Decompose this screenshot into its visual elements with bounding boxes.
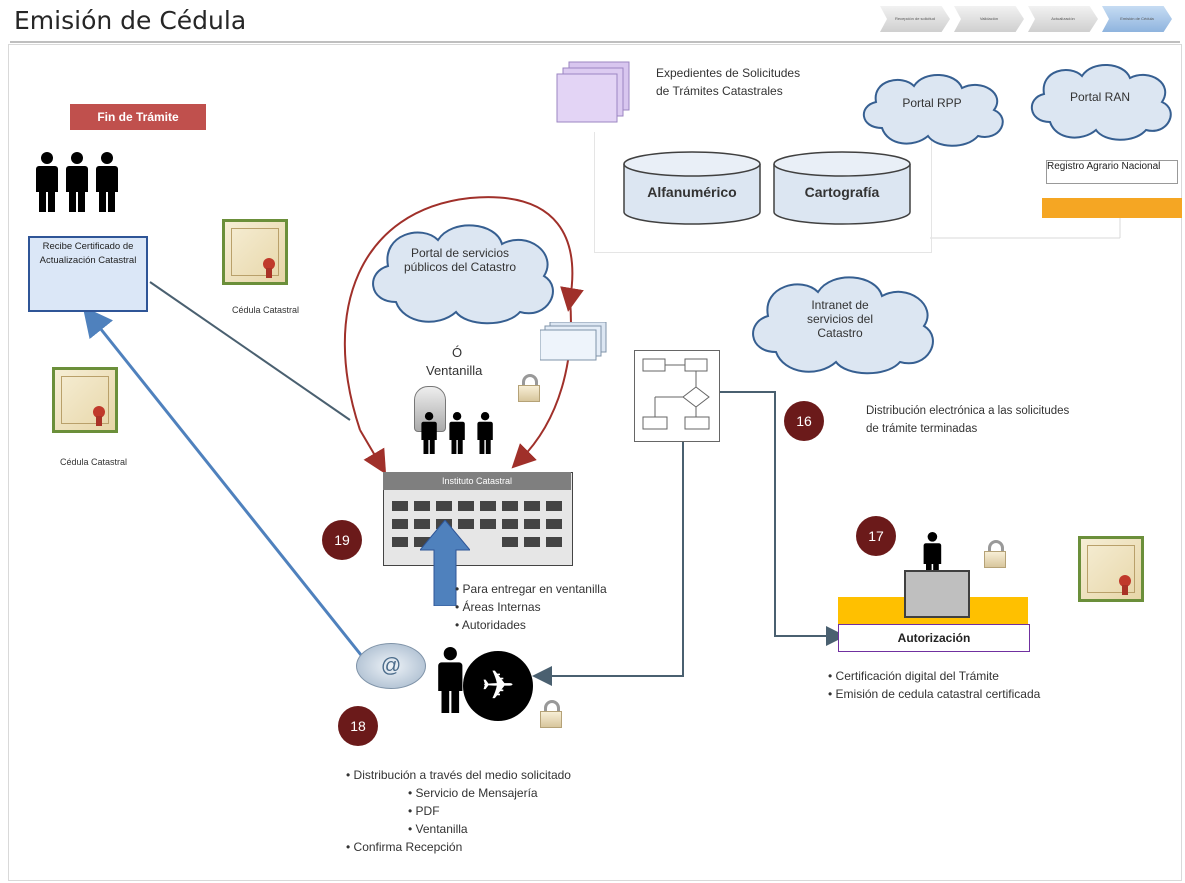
loop-arrow-top <box>343 196 584 431</box>
step19-item: • Áreas Internas <box>455 600 541 614</box>
step19-item: • Para entregar en ventanilla <box>455 582 607 596</box>
loop-arrow-right <box>511 299 572 469</box>
step-badge-16: 16 <box>784 401 824 441</box>
step18-item: • PDF <box>408 804 440 818</box>
cloud-portal-publico: Portal de servicios públicos del Catastr… <box>360 214 560 326</box>
database-alfanumerico-label: Alfanumérico <box>647 184 737 200</box>
ran-logo: Registro Agrario Nacional <box>1046 160 1178 184</box>
breadcrumb-step-1[interactable]: Recepción de solicitud <box>880 6 950 32</box>
breadcrumb-step-4[interactable]: Emisión de Cédula <box>1102 6 1172 32</box>
monitor-icon <box>904 570 970 618</box>
step18-item: • Distribución a través del medio solici… <box>346 768 571 782</box>
flowchart-document-icon <box>634 350 720 442</box>
line-receipt-building <box>149 281 351 421</box>
receipt-certificate-box: Recibe Certificado de Actualización Cata… <box>28 236 148 312</box>
step17-item: • Certificación digital del Trámite <box>828 669 999 683</box>
lock-icon <box>984 540 1006 568</box>
step18-item: • Ventanilla <box>408 822 468 836</box>
archive-container <box>594 132 932 253</box>
autorizacion-label: Autorización <box>838 624 1030 652</box>
cloud-portal-ran-label: Portal RAN <box>1069 90 1131 104</box>
step19-list: • Para entregar en ventanilla • Áreas In… <box>455 580 607 634</box>
cedula-label: Cédula Catastral <box>60 457 128 467</box>
breadcrumb-step-3[interactable]: Actualización <box>1028 6 1098 32</box>
database-cartografia-label: Cartografía <box>804 184 880 200</box>
title-divider <box>10 41 1180 43</box>
cloud-portal-publico-label: Portal de servicios públicos del Catastr… <box>403 246 517 274</box>
line-flow-distribution <box>532 440 684 686</box>
email-icon: @ <box>356 643 426 689</box>
step-badge-18: 18 <box>338 706 378 746</box>
ran-logo-text: Registro Agrario Nacional <box>1047 161 1161 172</box>
step16-line: de trámite terminadas <box>866 423 978 435</box>
step17-item: • Emisión de cedula catastral certificad… <box>828 687 1041 701</box>
diagram-canvas <box>8 44 1182 881</box>
building-label: Instituto Catastral <box>383 472 571 490</box>
certificate-icon <box>222 219 288 285</box>
fin-tramite-badge: Fin de Trámite <box>70 104 206 130</box>
step16-line: Distribución electrónica a las solicitud… <box>866 405 1070 417</box>
step17-list: • Certificación digital del Trámite • Em… <box>828 667 1040 703</box>
up-arrow-icon <box>420 520 470 606</box>
lock-icon <box>518 374 540 402</box>
lock-icon <box>540 700 562 728</box>
documents-stack-icon <box>555 60 639 130</box>
cloud-portal-rpp: Portal RPP <box>852 66 1012 148</box>
ran-banner <box>1042 198 1182 218</box>
page-title: Emisión de Cédula <box>14 6 247 35</box>
archive-label: Expedientes de Solicitudes de Trámites C… <box>656 66 801 98</box>
loop-arrow-left <box>359 429 387 475</box>
step-badge-19: 19 <box>322 520 362 560</box>
step18-list: • Distribución a través del medio solici… <box>346 766 571 856</box>
airplane-icon: ✈ <box>463 651 533 721</box>
database-cartografia: Cartografía <box>772 150 912 226</box>
step16-text: Distribución electrónica a las solicitud… <box>866 402 1069 438</box>
step18-item: • Confirma Recepción <box>346 840 463 854</box>
step19-item: • Autoridades <box>455 618 526 632</box>
arrow-email-receipt <box>82 306 367 661</box>
cedula-label: Cédula Catastral <box>232 305 300 315</box>
certificate-icon <box>1078 536 1144 602</box>
cloud-intranet-label: Intranet de servicios del Catastro <box>806 298 874 340</box>
cloud-portal-ran: Portal RAN <box>1020 56 1180 144</box>
database-alfanumerico: Alfanumérico <box>622 150 762 226</box>
person-icon <box>436 647 465 713</box>
cloud-intranet: Intranet de servicios del Catastro <box>740 266 940 376</box>
documents-icon <box>539 321 610 362</box>
breadcrumb-step-2[interactable]: Validación <box>954 6 1024 32</box>
cloud-portal-rpp-label: Portal RPP <box>902 96 962 110</box>
step18-item: • Servicio de Mensajería <box>408 786 538 800</box>
step-badge-17: 17 <box>856 516 896 556</box>
certificate-icon <box>52 367 118 433</box>
ventanilla-label: Ventanilla <box>426 363 483 378</box>
or-label: Ó <box>452 345 463 360</box>
line-flow-autorizacion <box>718 391 846 646</box>
